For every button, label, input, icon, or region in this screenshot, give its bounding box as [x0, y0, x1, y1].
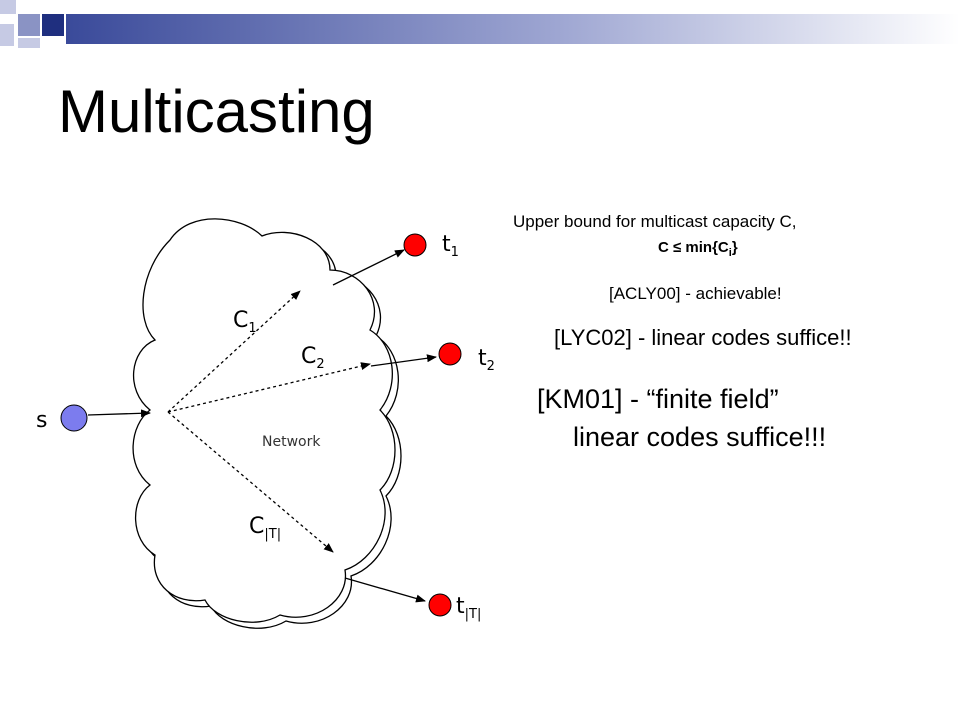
edge-s-to-network	[87, 409, 151, 418]
sink-node-tT	[428, 593, 452, 617]
sink-label-t2: t2	[478, 346, 495, 374]
slide-title: Multicasting	[58, 78, 375, 145]
sink-label-t1-name: t	[442, 232, 451, 257]
sink-label-tT-sub: |T|	[464, 607, 482, 622]
edge-network-to-t1	[332, 249, 405, 286]
capacity-label-c1-sub: 1	[248, 321, 257, 336]
sink-label-t1-sub: 1	[450, 245, 459, 260]
header-square-dark	[42, 14, 64, 36]
capacity-label-cT-name: C	[249, 514, 265, 539]
header-decoration	[0, 0, 960, 48]
header-gradient-bar	[66, 14, 960, 44]
header-square-light-top	[0, 0, 16, 14]
formula-end: }	[731, 239, 738, 256]
sink-node-t2	[438, 342, 462, 366]
path-c2	[167, 362, 371, 413]
capacity-label-cT: C|T|	[249, 514, 281, 542]
km-reference-line1: [KM01] - “finite field”	[537, 384, 779, 414]
capacity-label-c2: C2	[301, 344, 325, 372]
source-label: s	[36, 408, 48, 433]
capacity-label-c2-name: C	[301, 344, 317, 369]
cloud-outline	[132, 218, 396, 623]
formula-main: C ≤ min{C	[658, 239, 729, 256]
header-square-light-left	[0, 24, 14, 46]
upper-bound-text: Upper bound for multicast capacity C,	[513, 212, 797, 231]
path-cT	[167, 411, 334, 553]
capacity-label-cT-sub: |T|	[264, 527, 282, 542]
sink-label-t1: t1	[442, 232, 459, 260]
km-reference-line2: linear codes suffice!!!	[573, 422, 827, 452]
sink-label-t2-sub: 2	[486, 359, 495, 374]
acly-reference-text: [ACLY00] - achievable!	[609, 284, 782, 303]
sink-label-tT-name: t	[456, 594, 465, 619]
capacity-label-c1: C1	[233, 308, 257, 336]
header-square-light-bottom	[18, 38, 40, 48]
sink-node-t1	[403, 233, 427, 257]
capacity-label-c2-sub: 2	[316, 357, 325, 372]
edge-network-to-t2	[370, 354, 437, 367]
header-square-mid	[18, 14, 40, 36]
formula-subscript: i	[728, 247, 732, 259]
capacity-formula: C ≤ min{Ci}	[658, 239, 738, 259]
source-node	[60, 404, 88, 432]
edge-network-to-tT	[344, 577, 426, 603]
lyc-reference-text: [LYC02] - linear codes suffice!!	[554, 325, 852, 350]
sink-label-t2-name: t	[478, 346, 487, 371]
network-label: Network	[262, 434, 321, 450]
sink-label-tT: t|T|	[456, 594, 481, 622]
capacity-label-c1-name: C	[233, 308, 249, 333]
network-cloud	[132, 218, 402, 629]
